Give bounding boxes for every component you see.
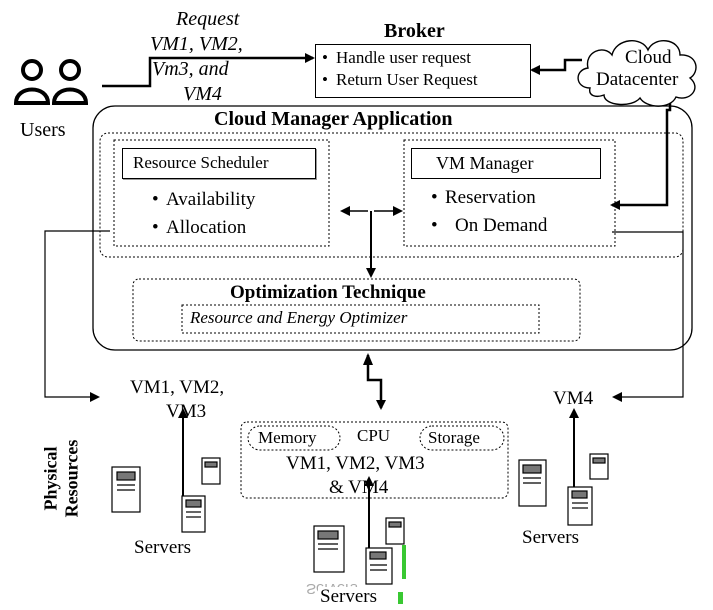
resource-scheduler-title-box: Resource Scheduler <box>122 148 316 179</box>
request-label-4: VM4 <box>183 83 222 105</box>
cpu-label: CPU <box>357 426 391 445</box>
vm-manager-item: Reservation <box>431 187 547 209</box>
cloud-to-broker-arrow <box>530 58 582 75</box>
servers-center-icon <box>313 517 405 585</box>
request-label-1: Request <box>176 8 240 30</box>
resource-scheduler-item: Availability <box>152 189 255 211</box>
center-vm-label-2: & VM4 <box>329 477 389 498</box>
memory-chip <box>247 425 341 451</box>
vm-manager-item: On Demand <box>431 215 547 237</box>
physical-resources-label-2: Resources <box>61 439 82 518</box>
resource-scheduler-group <box>113 139 330 247</box>
left-servers-label: Servers <box>134 537 191 558</box>
cloud-to-vm-manager-arrow <box>610 92 672 210</box>
broker-title: Broker <box>384 20 445 42</box>
right-servers-label: Servers <box>522 527 579 548</box>
users-icon <box>13 59 89 105</box>
resource-scheduler-title: Resource Scheduler <box>133 153 269 172</box>
cloud-manager-frame <box>92 105 693 351</box>
resource-scheduler-item: Allocation <box>152 217 255 239</box>
request-label-3: Vm3, and <box>152 58 229 80</box>
left-vm-label-1: VM1, VM2, <box>130 377 225 398</box>
request-label-2: VM1, VM2, <box>150 33 243 55</box>
left-loop-arrow <box>44 230 110 402</box>
cloud-label-2: Datacenter <box>596 69 679 90</box>
cloud-label-1: Cloud <box>625 47 672 68</box>
cloud-manager-title: Cloud Manager Application <box>214 108 453 130</box>
optimizer-label: Resource and Energy Optimizer <box>190 308 408 327</box>
left-vm-label-2: VM3 <box>166 401 207 422</box>
right-loop-arrow <box>612 231 684 402</box>
physical-resources-label-1: Physical <box>40 446 61 511</box>
broker-box: Handle user request Return User Request <box>315 44 531 98</box>
optimization-group <box>132 278 581 342</box>
vm-manager-group <box>403 139 616 247</box>
cloud-icon <box>577 40 697 107</box>
broker-item: Return User Request <box>322 70 530 90</box>
servers-left-icon <box>111 457 221 533</box>
vm-manager-title: VM Manager <box>436 153 534 173</box>
servers-right-icon <box>518 453 609 526</box>
optimization-title: Optimization Technique <box>230 282 426 303</box>
storage-label: Storage <box>428 428 480 447</box>
cloud-manager-inner-dotted <box>99 132 684 258</box>
optimizer-box <box>181 304 540 334</box>
memory-label: Memory <box>258 428 317 447</box>
request-arrow <box>102 53 315 88</box>
center-vm-label-1: VM1, VM2, VM3 <box>286 453 425 474</box>
center-servers-label: Servers <box>318 586 379 608</box>
right-vm-label: VM4 <box>553 388 594 409</box>
storage-chip <box>419 425 505 451</box>
vm-manager-title-box: VM Manager <box>411 148 601 179</box>
users-label: Users <box>20 119 66 141</box>
broker-item: Handle user request <box>322 48 530 68</box>
center-resources-box <box>240 421 509 499</box>
optimization-to-resources-arrow <box>366 355 386 410</box>
